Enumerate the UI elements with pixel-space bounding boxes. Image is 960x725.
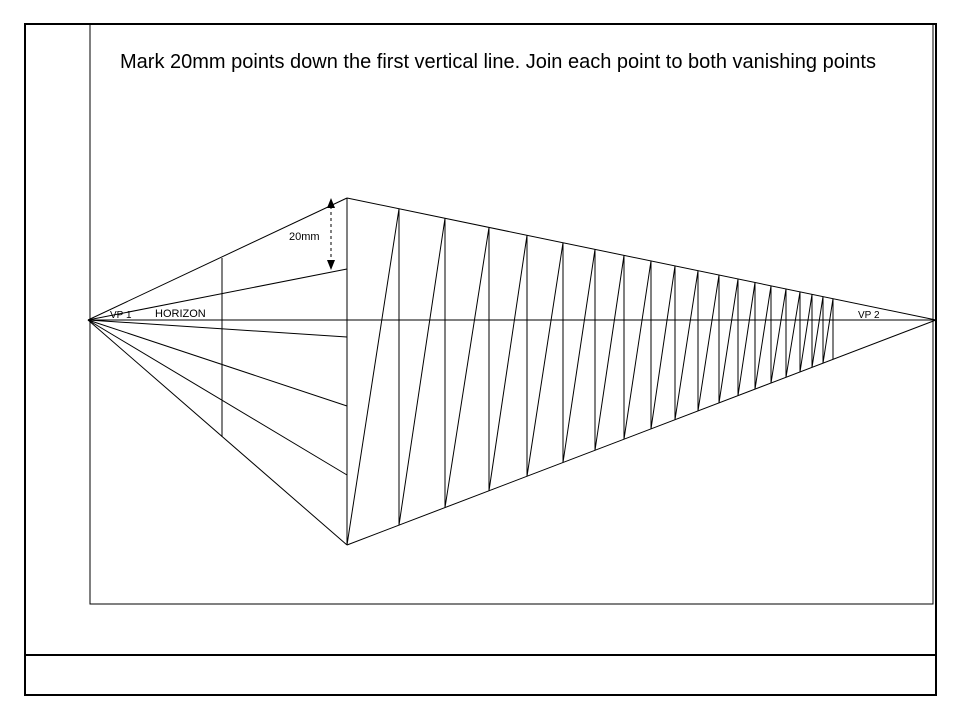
vp1-construction-line bbox=[87, 319, 348, 407]
vp2-label: VP 2 bbox=[858, 310, 880, 321]
outer-border bbox=[24, 23, 937, 696]
vp1-construction-line bbox=[87, 319, 348, 338]
zigzag-diagonal bbox=[526, 242, 564, 477]
zigzag-diagonal bbox=[737, 282, 756, 396]
zigzag-diagonal bbox=[444, 227, 490, 508]
zigzag-diagonal bbox=[346, 208, 400, 546]
zigzag-diagonal bbox=[674, 270, 699, 420]
zigzag-construction bbox=[346, 208, 834, 546]
vp1-construction-line bbox=[87, 268, 348, 321]
zigzag-diagonal bbox=[811, 296, 824, 368]
zigzag-diagonal bbox=[785, 291, 801, 378]
dimension-arrow-down-icon bbox=[327, 260, 335, 270]
zigzag-diagonal bbox=[754, 285, 772, 390]
vp1-construction-lines bbox=[87, 197, 348, 546]
bottom-edge-to-vp2 bbox=[346, 319, 937, 546]
zigzag-diagonal bbox=[398, 218, 446, 526]
dimension-label: 20mm bbox=[289, 231, 320, 243]
vp1-label: VP 1 bbox=[110, 310, 132, 321]
top-edge-to-vp2 bbox=[346, 197, 937, 321]
zigzag-diagonal bbox=[623, 260, 652, 440]
zigzag-diagonal bbox=[594, 255, 625, 451]
zigzag-diagonal bbox=[650, 265, 676, 429]
dimension-arrow-up-icon bbox=[327, 198, 335, 208]
instruction-text: Mark 20mm points down the first vertical… bbox=[120, 51, 876, 73]
vp1-construction-line bbox=[87, 319, 348, 476]
zigzag-diagonal bbox=[488, 235, 528, 491]
zigzag-diagonal bbox=[718, 278, 739, 403]
vp1-construction-line bbox=[87, 197, 348, 321]
zigzag-diagonal bbox=[562, 249, 596, 463]
drawing-area-border bbox=[89, 23, 934, 605]
zigzag-diagonal bbox=[822, 298, 834, 364]
zigzag-diagonal bbox=[697, 274, 720, 411]
zigzag-diagonal bbox=[770, 288, 787, 384]
horizon-label: HORIZON bbox=[155, 308, 206, 320]
zigzag-diagonal bbox=[799, 294, 813, 373]
vp1-construction-line bbox=[87, 319, 348, 546]
